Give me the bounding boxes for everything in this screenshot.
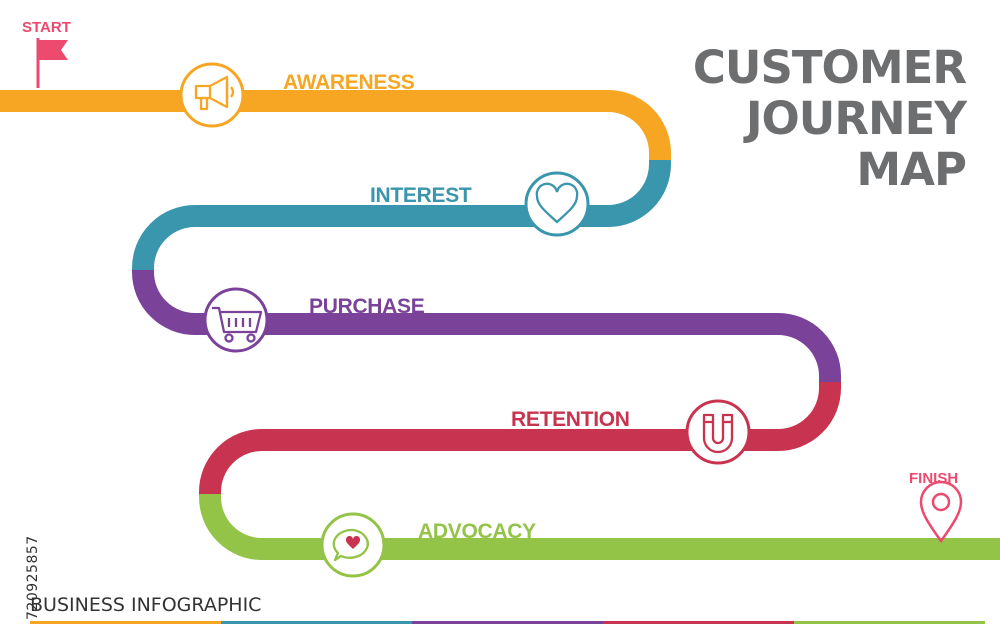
stage-label-retention: RETENTION bbox=[511, 408, 630, 431]
stage-label-interest: INTEREST bbox=[370, 184, 472, 207]
footer-text: BUSINESS INFOGRAPHIC bbox=[30, 594, 262, 616]
speech-bubble-heart-icon bbox=[332, 528, 369, 562]
shopping-cart-icon bbox=[212, 306, 263, 343]
road-awareness bbox=[0, 90, 671, 160]
stage-label-awareness: AWARENESS bbox=[283, 71, 415, 94]
magnet-icon bbox=[702, 413, 734, 454]
title-line-2: JOURNEY bbox=[745, 92, 967, 145]
interest-icon-circle bbox=[524, 171, 590, 237]
footer-bar-segment bbox=[794, 621, 985, 624]
stage-label-purchase: PURCHASE bbox=[309, 295, 425, 318]
road-purchase bbox=[132, 270, 841, 382]
watermark-id: 720925857 bbox=[25, 535, 41, 620]
title-line-1: CUSTOMER bbox=[692, 41, 967, 94]
start-label: START bbox=[22, 19, 71, 36]
awareness-icon-circle bbox=[179, 62, 245, 128]
advocacy-icon-circle bbox=[320, 512, 386, 578]
finish-label: FINISH bbox=[909, 470, 959, 487]
footer-bar-segment bbox=[30, 621, 221, 624]
retention-icon-circle bbox=[685, 399, 751, 465]
heart-icon bbox=[535, 182, 579, 224]
megaphone-icon bbox=[194, 75, 235, 111]
start-flag-icon bbox=[36, 38, 68, 88]
page-title: CUSTOMER JOURNEY MAP bbox=[692, 41, 967, 196]
stage-label-advocacy: ADVOCACY bbox=[418, 520, 536, 543]
footer-color-bar bbox=[30, 621, 985, 624]
footer-bar-segment bbox=[603, 621, 794, 624]
finish-pin-icon bbox=[919, 480, 963, 544]
road-retention bbox=[199, 382, 841, 494]
road-advocacy bbox=[199, 494, 1000, 560]
purchase-icon-circle bbox=[203, 287, 269, 353]
footer-bar-segment bbox=[221, 621, 412, 624]
road-interest bbox=[132, 160, 671, 270]
footer-bar-segment bbox=[412, 621, 603, 624]
title-line-3: MAP bbox=[856, 143, 967, 196]
